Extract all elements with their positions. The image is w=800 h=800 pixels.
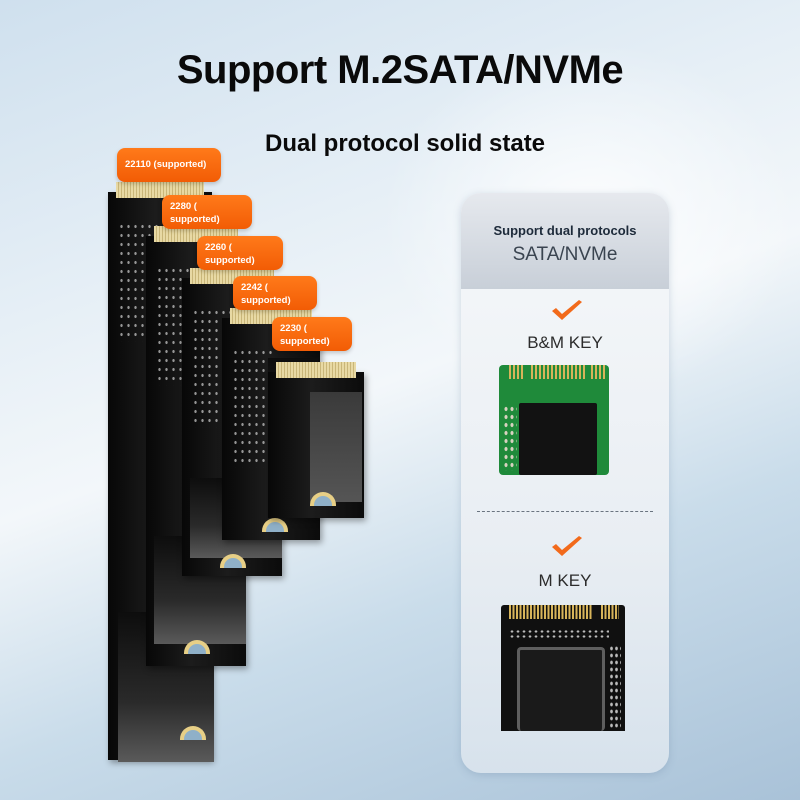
gold-connector	[116, 182, 204, 198]
checkmark-icon	[552, 536, 582, 556]
size-tag-line1: 2230 (	[280, 323, 307, 334]
protocol-card-header: Support dual protocols SATA/NVMe	[461, 193, 669, 289]
components	[232, 348, 272, 468]
gold-pins	[591, 365, 605, 379]
size-tag-line2: supported)	[205, 255, 255, 266]
gold-pins	[601, 605, 619, 619]
dashed-divider	[477, 511, 653, 512]
size-tag-line1: 2260 (	[205, 242, 232, 253]
size-tag-line1: 2242 (	[241, 282, 268, 293]
page-title: Support M.2SATA/NVMe	[176, 48, 624, 92]
protocol-heading: Support dual protocols	[493, 223, 637, 238]
bm-key-ssd-image	[499, 365, 609, 475]
size-tag-label: 22110 (supported)	[125, 159, 207, 170]
screw-notch	[184, 640, 210, 654]
size-tag-line2: supported)	[241, 295, 291, 306]
controller-chip	[519, 403, 597, 475]
bm-key-label: B&M KEY	[527, 333, 603, 352]
size-tag-line2: supported)	[280, 336, 330, 347]
size-tag-2230: 2230 ( supported)	[272, 317, 352, 351]
size-tag-2260: 2260 ( supported)	[197, 236, 283, 270]
label-panel	[310, 392, 362, 502]
protocol-names: SATA/NVMe	[512, 244, 618, 265]
ssd-2230	[268, 362, 364, 518]
screw-notch	[220, 554, 246, 568]
m-key-label: M KEY	[538, 571, 592, 590]
page-subtitle: Dual protocol solid state	[265, 130, 546, 157]
checkmark-icon	[552, 300, 582, 320]
size-tag-line1: 2280 (	[170, 201, 197, 212]
protocol-card: Support dual protocols SATA/NVMe B&M KEY…	[461, 193, 669, 773]
gold-pins	[509, 365, 525, 379]
screw-notch	[262, 518, 288, 532]
components	[509, 629, 609, 639]
components	[609, 645, 621, 729]
gold-connector	[276, 362, 356, 378]
size-tag-2280: 2280 ( supported)	[162, 195, 252, 229]
controller-chip	[517, 647, 605, 731]
screw-notch	[310, 492, 336, 506]
screw-notch	[180, 726, 206, 740]
components	[503, 405, 517, 471]
gold-pins	[531, 365, 587, 379]
size-tag-line2: supported)	[170, 214, 220, 225]
m-key-ssd-image	[501, 605, 625, 731]
gold-pins	[509, 605, 593, 619]
size-tag-22110: 22110 (supported)	[117, 148, 221, 182]
size-tag-2242: 2242 ( supported)	[233, 276, 317, 310]
